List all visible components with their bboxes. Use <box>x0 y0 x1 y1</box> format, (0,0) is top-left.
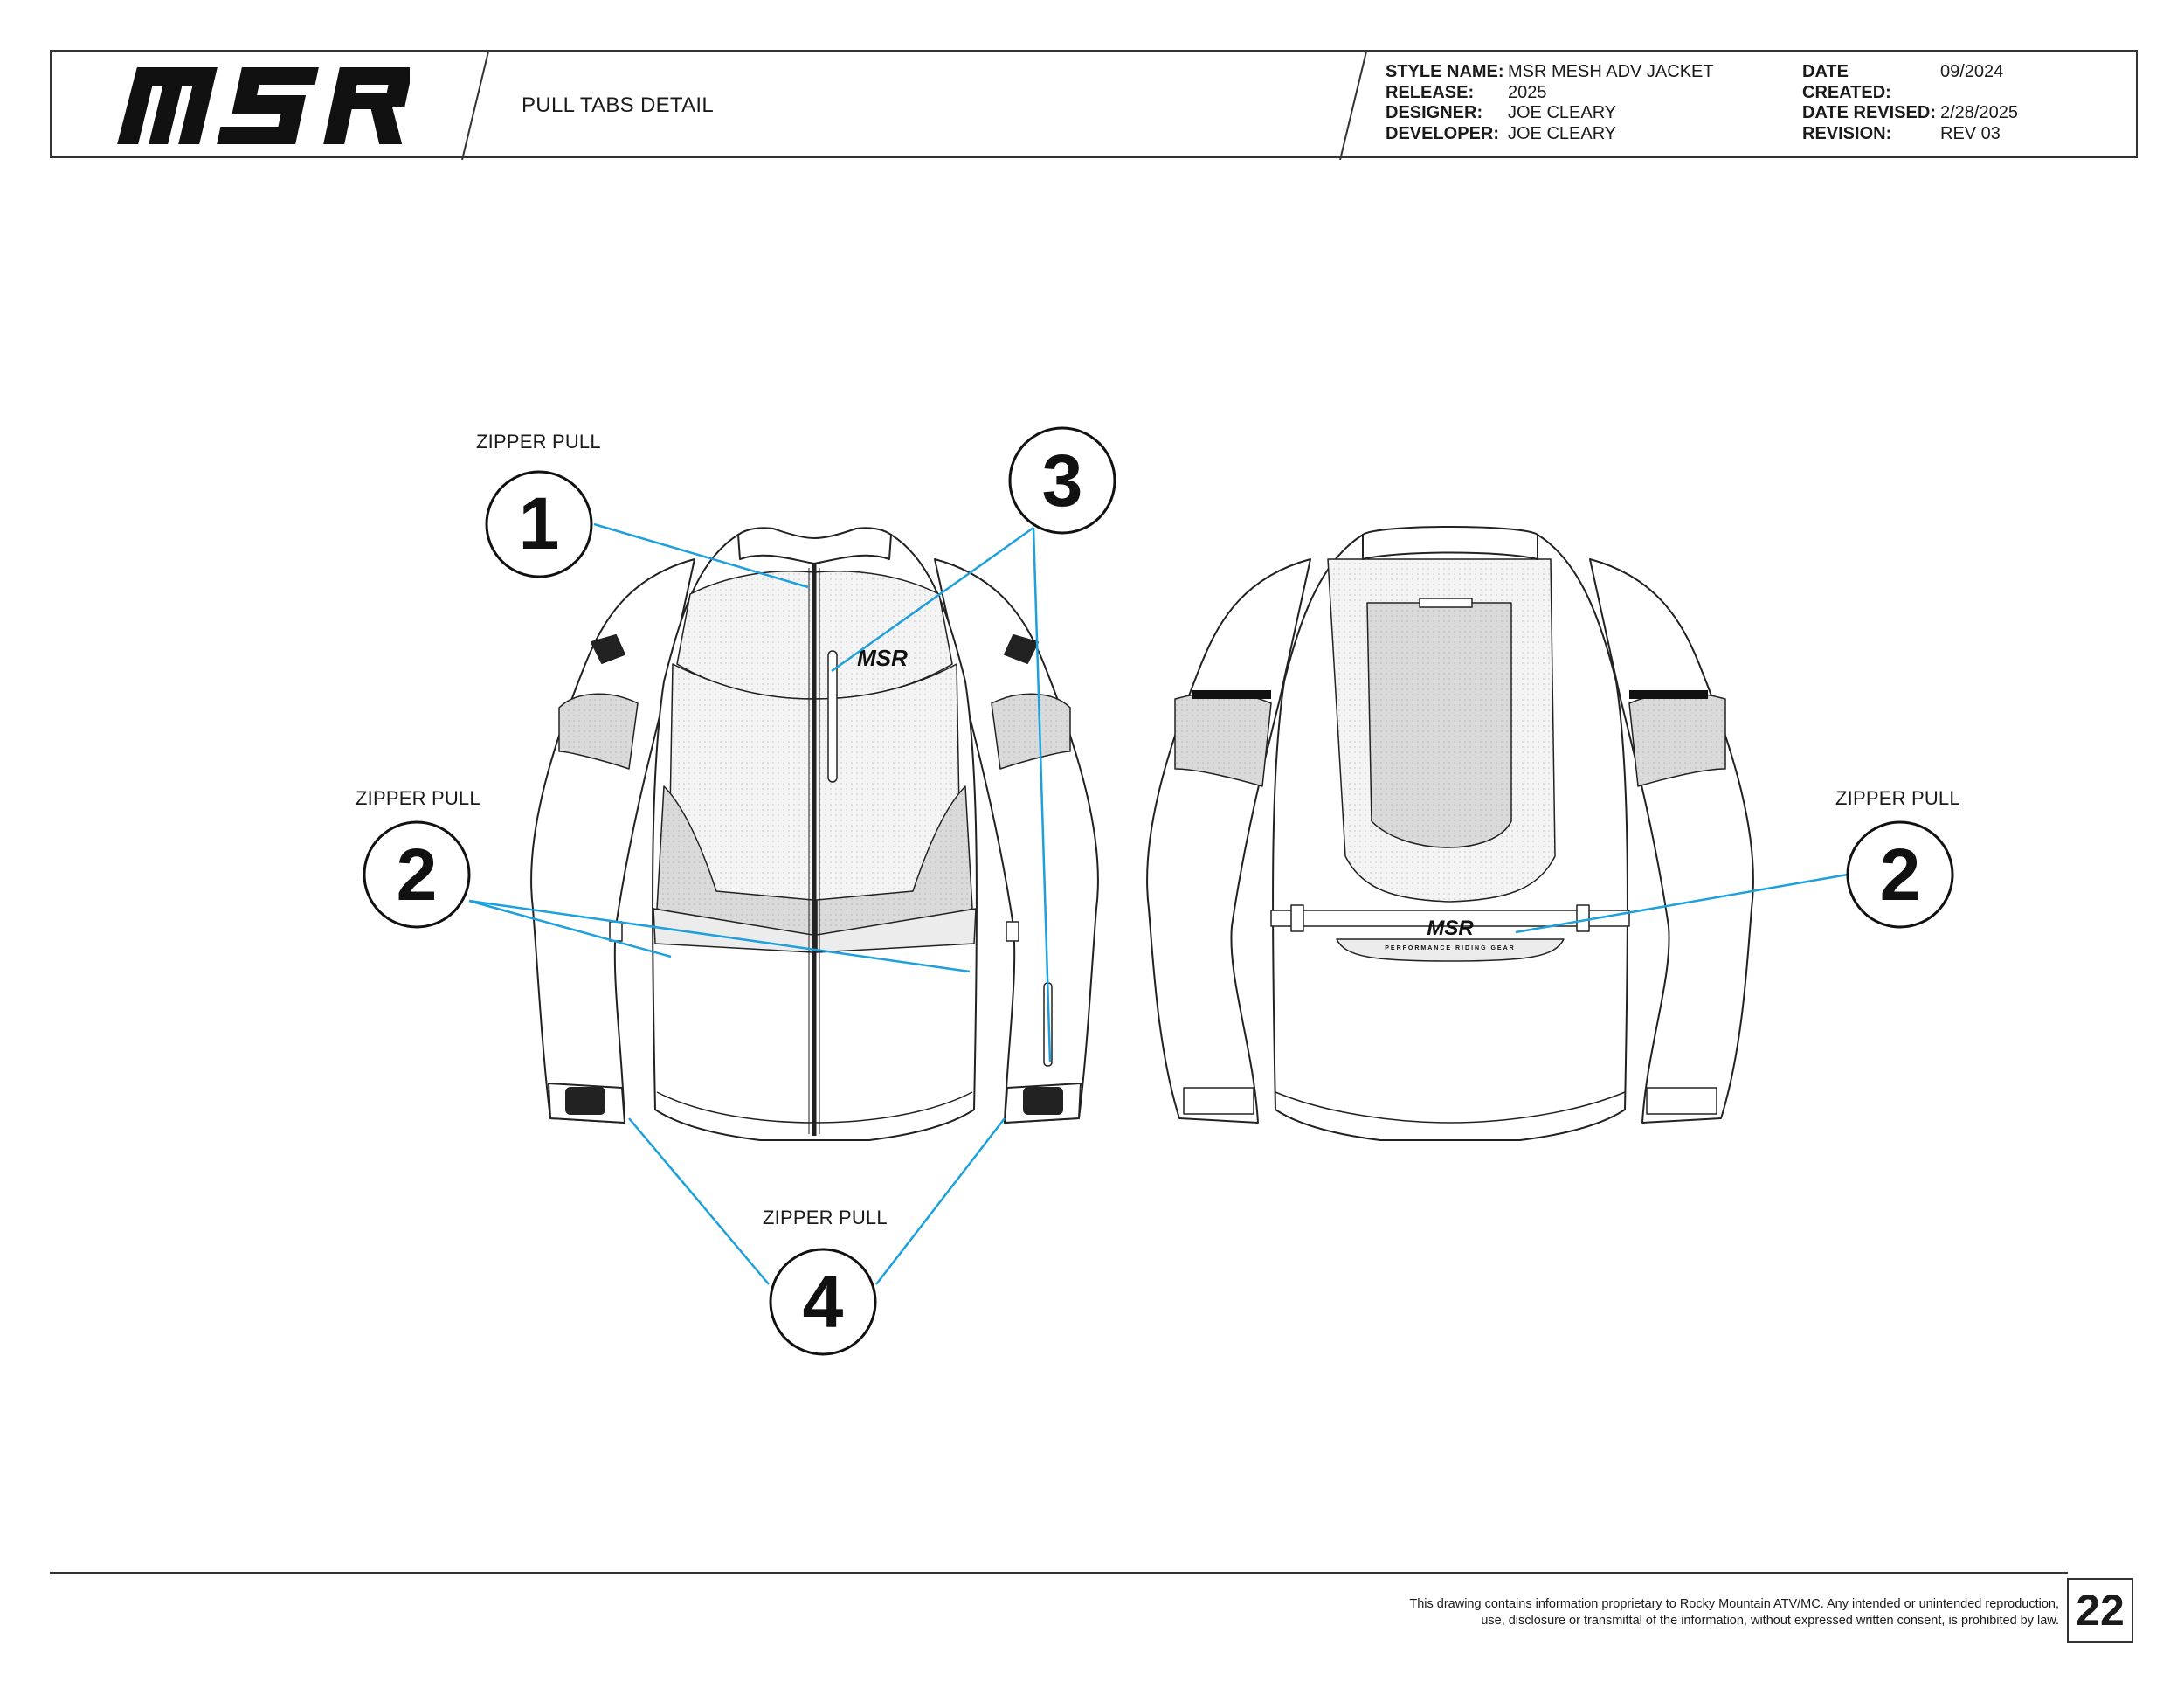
callout-number: 3 <box>1042 439 1083 522</box>
callout-number: 1 <box>519 482 560 564</box>
style-info: STYLE NAME:MSR MESH ADV JACKET RELEASE: 2… <box>1386 62 1714 144</box>
callout-4-label: ZIPPER PULL <box>763 1207 888 1228</box>
meta-value: 09/2024 <box>1940 62 2004 81</box>
meta-row: DATE REVISED:2/28/2025 <box>1802 103 2018 124</box>
sheet-title: PULL TABS DETAIL <box>522 93 714 117</box>
front-collar <box>737 527 892 564</box>
back-jacket <box>1146 526 1754 1141</box>
meta-row: STYLE NAME:MSR MESH ADV JACKET <box>1386 62 1714 83</box>
meta-key: RELEASE: <box>1386 82 1475 102</box>
back-logo: MSR <box>1427 917 1474 940</box>
callout-1-label: ZIPPER PULL <box>476 431 601 453</box>
callout-2-front: 2 <box>363 820 471 929</box>
callout-1: 1 <box>485 470 593 578</box>
callout-number: 2 <box>397 834 438 916</box>
callout-3: 3 <box>1008 426 1116 535</box>
meta-row: DATE CREATED: 09/2024 <box>1802 62 2018 103</box>
meta-key: STYLE NAME: <box>1386 62 1504 81</box>
meta-key: DESIGNER: <box>1386 103 1483 122</box>
callout-2-back-label: ZIPPER PULL <box>1835 787 1960 809</box>
callout-number: 4 <box>803 1261 844 1343</box>
date-info: DATE CREATED: 09/2024 DATE REVISED:2/28/2… <box>1802 62 2018 144</box>
meta-value: MSR MESH ADV JACKET <box>1508 62 1714 81</box>
meta-key: DATE REVISED: <box>1802 103 1936 122</box>
meta-row: RELEASE: 2025 <box>1386 83 1714 104</box>
meta-value: 2025 <box>1508 82 1547 102</box>
meta-value: JOE CLEARY <box>1508 123 1617 143</box>
meta-row: DEVELOPER: JOE CLEARY <box>1386 124 1714 145</box>
footer-rule <box>50 1572 2068 1574</box>
meta-key: DEVELOPER: <box>1386 123 1500 143</box>
title-block: PULL TABS DETAIL STYLE NAME:MSR MESH ADV… <box>50 50 2138 160</box>
page-number: 22 <box>2067 1578 2133 1643</box>
callout-4: 4 <box>769 1248 877 1356</box>
meta-key: DATE CREATED: <box>1802 62 1891 102</box>
front-chest-logo: MSR <box>857 645 908 671</box>
front-jacket <box>530 527 1099 1141</box>
disclaimer-line: This drawing contains information propri… <box>1409 1597 2059 1611</box>
disclaimer-line: use, disclosure or transmittal of the in… <box>1481 1614 2059 1628</box>
msr-logo <box>117 67 410 144</box>
meta-row: REVISION: REV 03 <box>1802 124 2018 145</box>
meta-row: DESIGNER: JOE CLEARY <box>1386 103 1714 124</box>
meta-value: JOE CLEARY <box>1508 103 1617 122</box>
callout-number: 2 <box>1880 834 1921 916</box>
meta-value: REV 03 <box>1940 123 2001 143</box>
proprietary-notice: This drawing contains information propri… <box>1185 1596 2059 1629</box>
meta-value: 2/28/2025 <box>1940 103 2018 122</box>
back-tagline: PERFORMANCE RIDING GEAR <box>1385 945 1515 951</box>
leader-lines <box>468 522 1849 1285</box>
meta-key: REVISION: <box>1802 123 1892 143</box>
header-dividers <box>461 52 1367 160</box>
callout-2-back: 2 <box>1846 820 1954 929</box>
callout-2-front-label: ZIPPER PULL <box>356 787 480 809</box>
